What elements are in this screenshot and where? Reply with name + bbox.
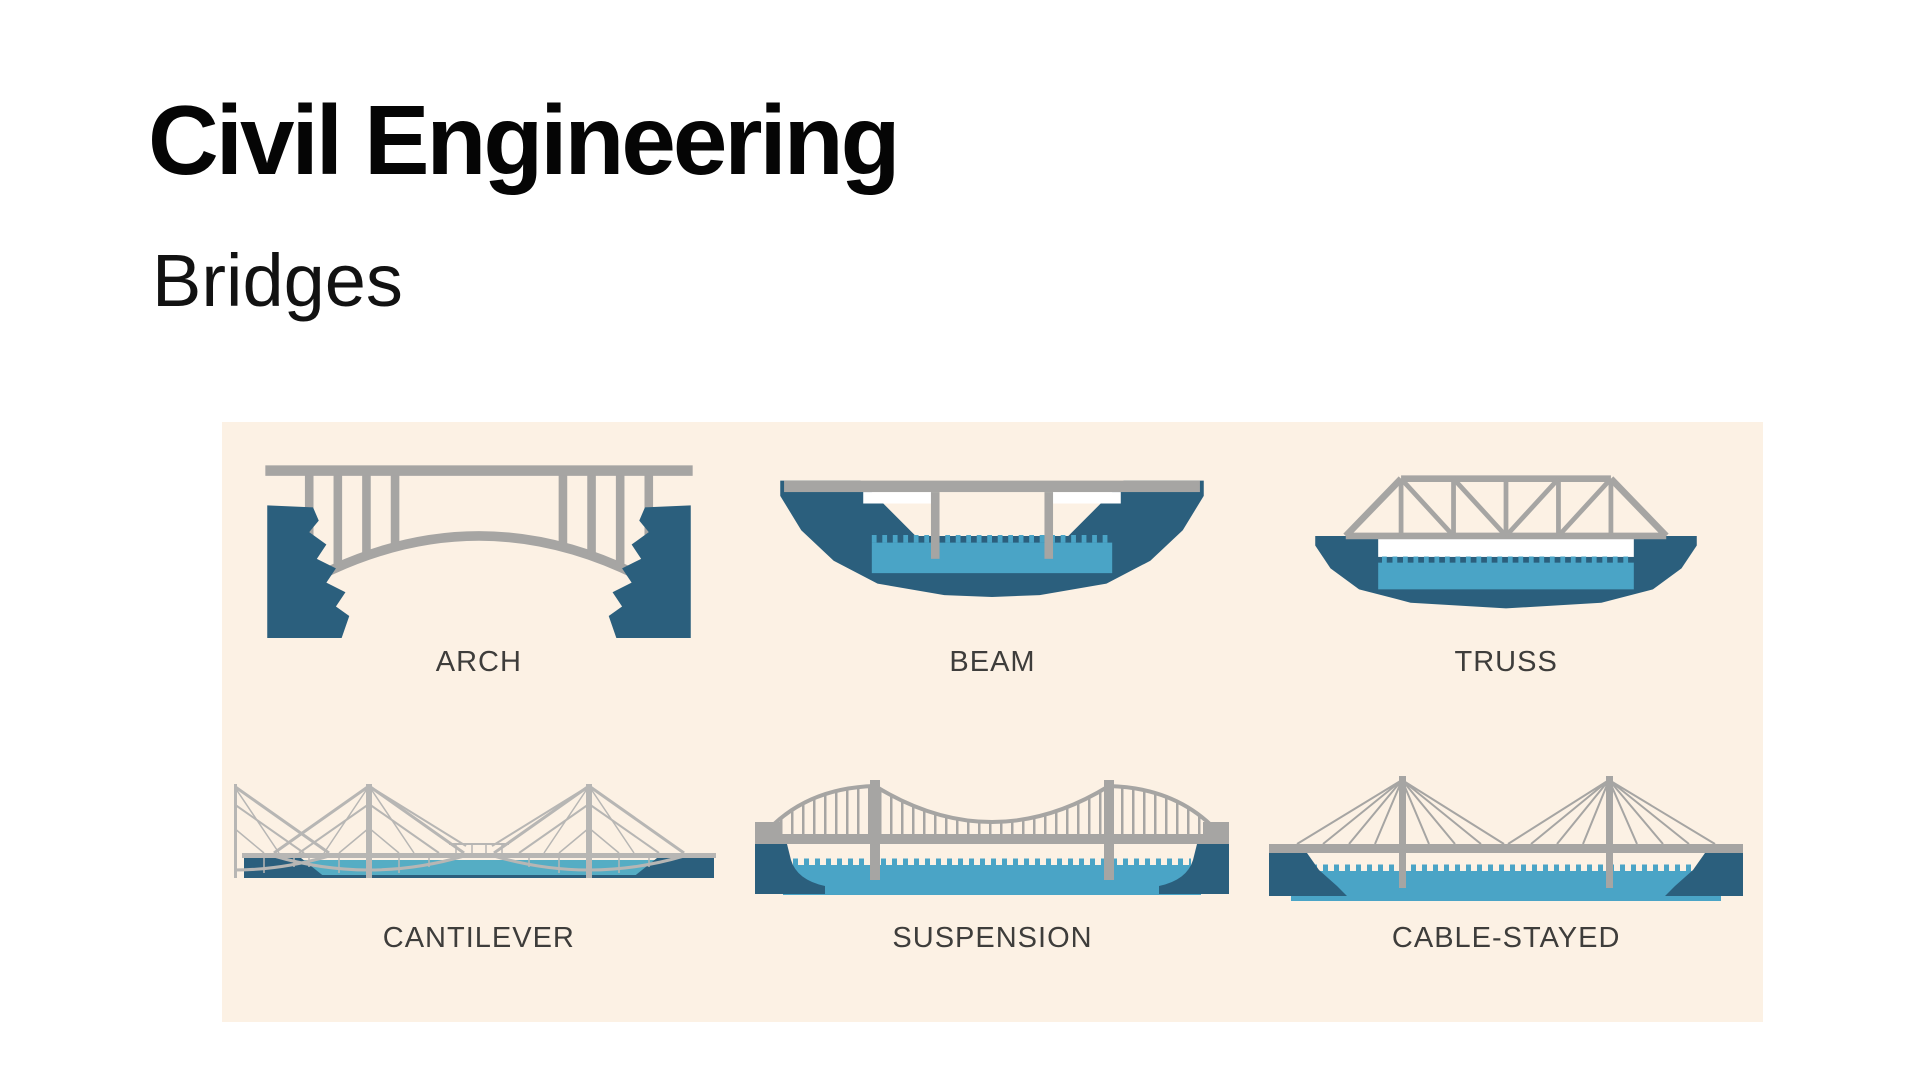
bridge-label: ARCH bbox=[435, 646, 522, 678]
bridge-card-beam: BEAM bbox=[736, 422, 1250, 724]
bridge-card-cable-stayed: CABLE-STAYED bbox=[1249, 724, 1763, 1022]
bridge-card-suspension: SUSPENSION bbox=[736, 724, 1250, 1022]
page-title: Civil Engineering bbox=[148, 85, 900, 195]
beam-bridge-diagram bbox=[780, 480, 1205, 597]
bridge-label: BEAM bbox=[949, 646, 1036, 678]
bridge-label: CANTILEVER bbox=[382, 922, 575, 954]
bridge-label: TRUSS bbox=[1454, 646, 1558, 678]
arch-bridge-diagram bbox=[265, 465, 693, 638]
bridge-label: CABLE-STAYED bbox=[1391, 922, 1621, 954]
page-subtitle: Bridges bbox=[152, 239, 403, 322]
bridges-infographic-panel: ARCH BEAM bbox=[222, 422, 1763, 1022]
bridge-card-arch: ARCH bbox=[222, 422, 736, 724]
bridge-card-truss: TRUSS bbox=[1249, 422, 1763, 724]
cantilever-bridge-diagram bbox=[233, 782, 716, 880]
bridges-grid: ARCH BEAM bbox=[222, 422, 1763, 1022]
truss-bridge-diagram bbox=[1315, 475, 1697, 609]
suspension-bridge-diagram bbox=[755, 780, 1230, 895]
bridge-card-cantilever: CANTILEVER bbox=[222, 724, 736, 1022]
cable-stayed-bridge-diagram bbox=[1269, 776, 1744, 901]
bridge-label: SUSPENSION bbox=[892, 922, 1093, 954]
